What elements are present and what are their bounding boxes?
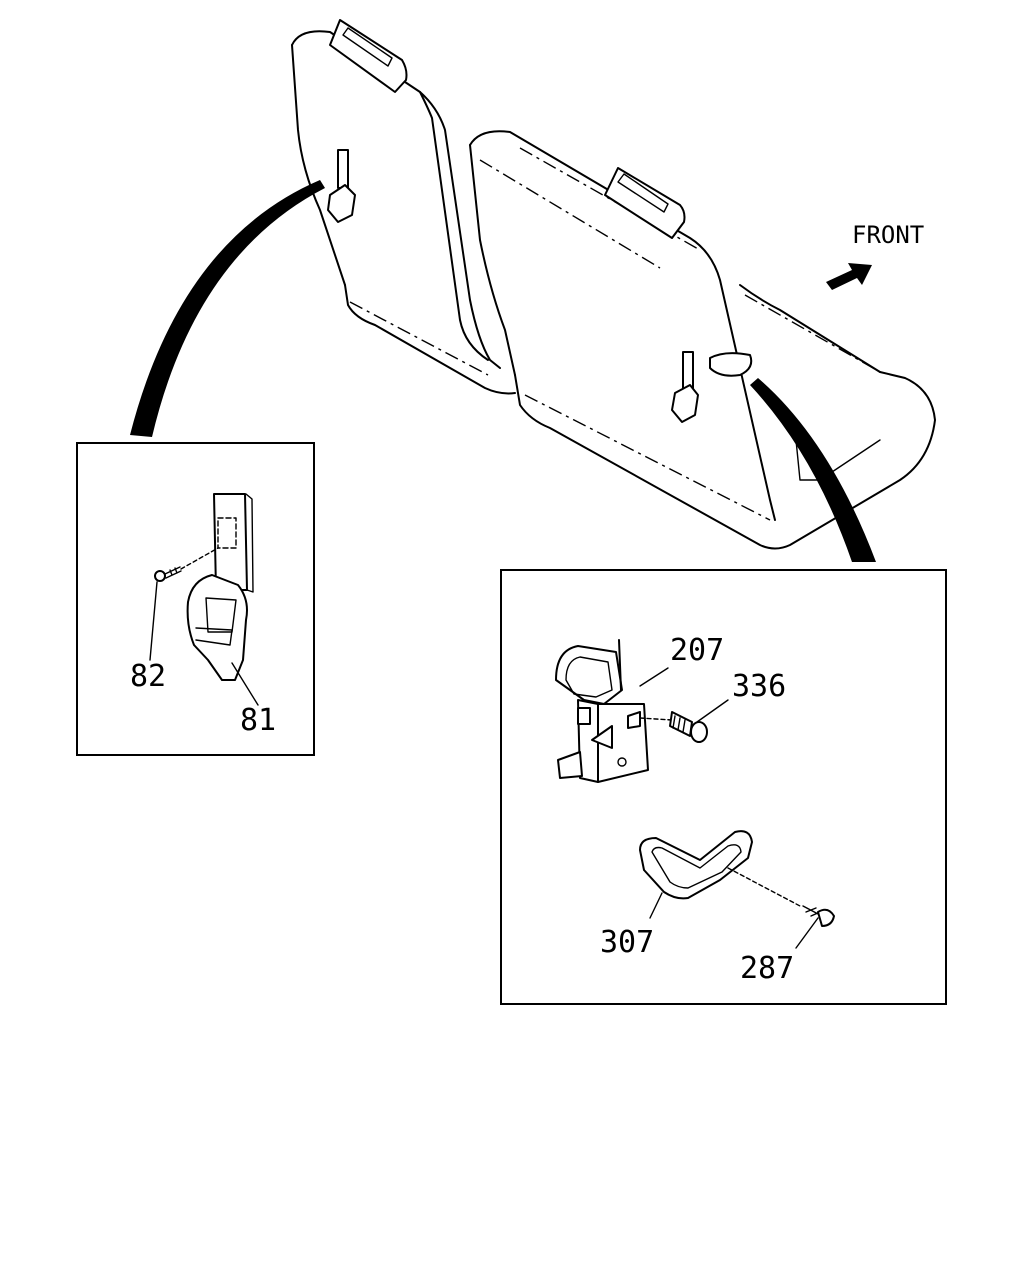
- front-arrow-icon: [826, 263, 872, 290]
- callout-287: 287: [740, 951, 794, 986]
- leader-swoosh-right: [750, 378, 876, 562]
- trim-part-307: [639, 830, 753, 900]
- callout-307: 307: [600, 925, 654, 960]
- callout-336: 336: [732, 669, 786, 704]
- buckle-strap-left: [337, 149, 349, 189]
- buckle-strap-right: [682, 351, 694, 389]
- callout-81: 81: [240, 703, 276, 738]
- buckle-part-81: [186, 574, 248, 681]
- callout-207: 207: [670, 633, 724, 668]
- inset-box-right: 207 336 307 287: [500, 569, 947, 1005]
- screw-part-82: [154, 547, 219, 582]
- front-label: FRONT: [852, 221, 924, 249]
- screw-part-287: [727, 867, 835, 927]
- bolt-part-336: [639, 711, 708, 743]
- inset-box-left: 82 81: [76, 442, 315, 756]
- latch-handle: [709, 352, 753, 377]
- front-direction-indicator: FRONT: [826, 221, 924, 290]
- callout-82: 82: [130, 659, 166, 694]
- bracket-part-207: [555, 639, 649, 783]
- leader-swoosh-left: [130, 180, 325, 437]
